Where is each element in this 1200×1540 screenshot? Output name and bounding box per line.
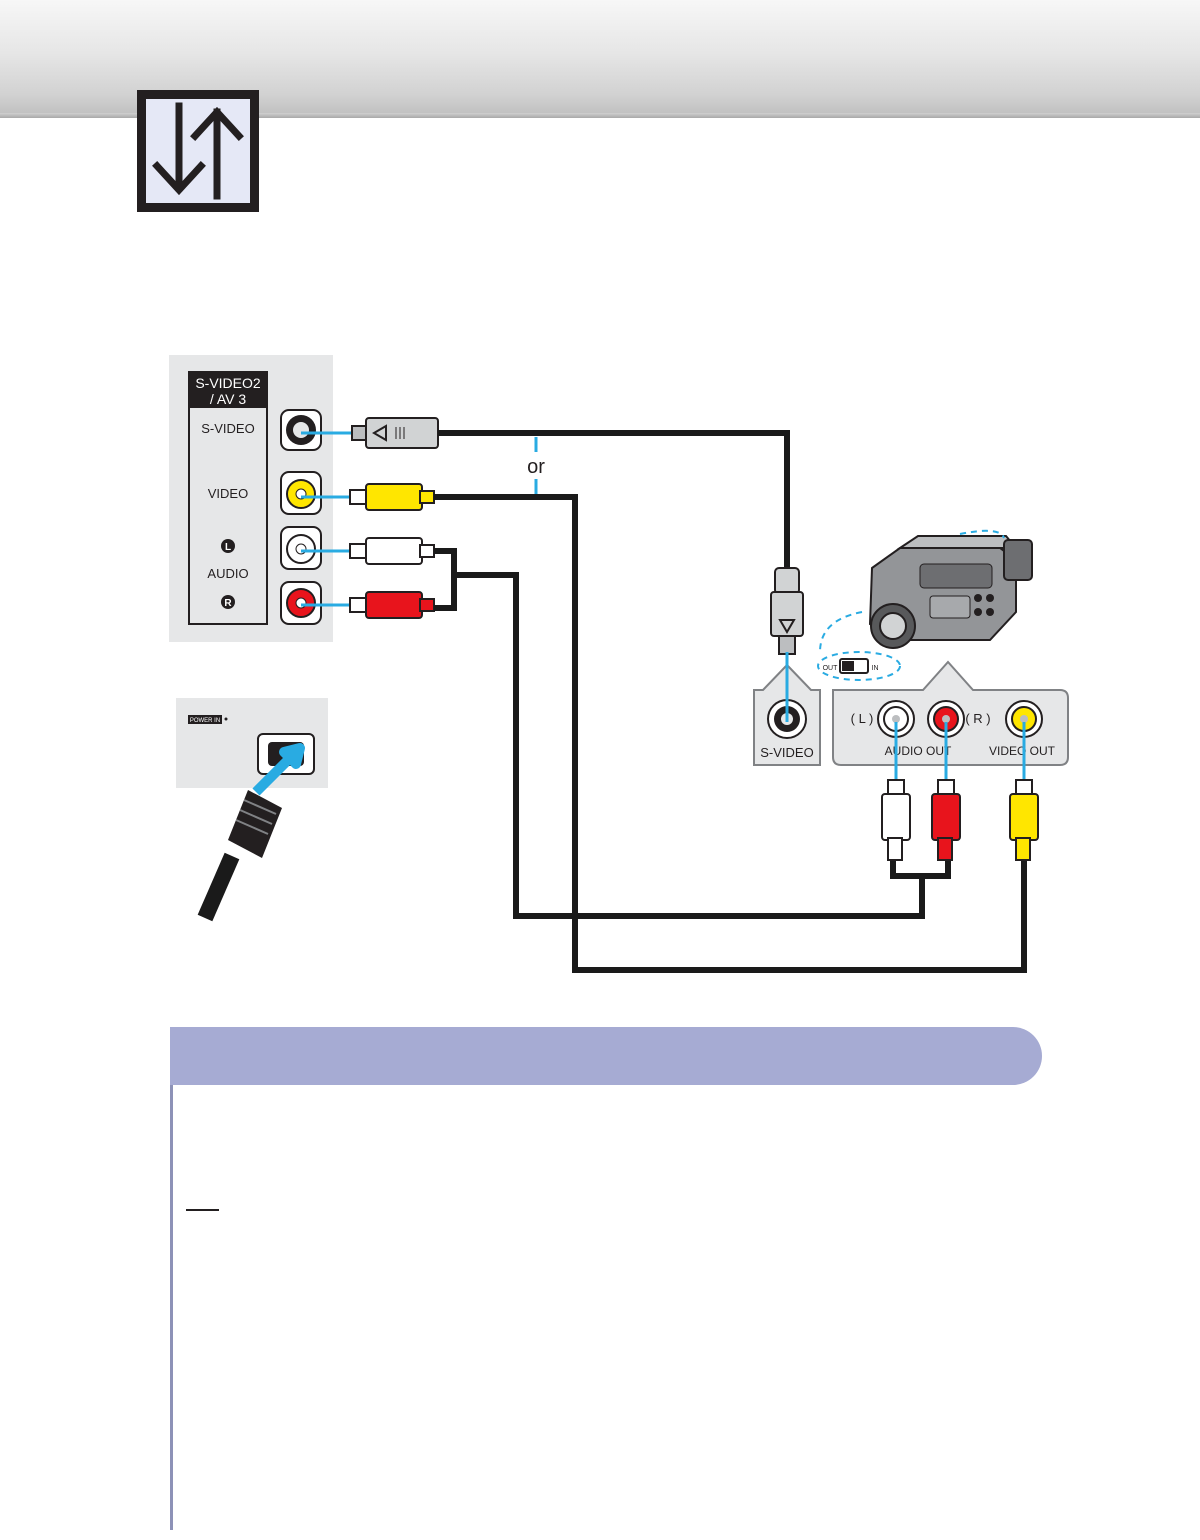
audio-left-plug-tv xyxy=(349,537,435,565)
audio-cable xyxy=(454,572,925,919)
camcorder-svideo-label: S-VIDEO xyxy=(760,745,813,760)
panel-title-line2: / AV 3 xyxy=(210,391,247,407)
svideo-plug-tv xyxy=(351,417,439,449)
camcorder-audio-left-jack xyxy=(877,700,915,738)
note-header-bar xyxy=(170,1027,1042,1085)
camcorder-illustration xyxy=(868,535,1033,649)
power-insert-arrow xyxy=(252,743,305,796)
or-label: or xyxy=(527,456,545,478)
audio-out-label: AUDIO OUT xyxy=(885,744,952,758)
svideo-cable xyxy=(438,430,790,570)
connection-diagram: S-VIDEO2 / AV 3 S-VIDEO VIDEO L AUDIO R … xyxy=(169,355,1069,973)
power-cord-plug xyxy=(197,790,282,922)
video-jack-label: VIDEO xyxy=(208,486,248,501)
note-underline-mark xyxy=(186,1209,219,1211)
switch-in-label: IN xyxy=(872,665,879,672)
switch-out-label: OUT xyxy=(823,665,839,672)
svideo-plug-camcorder xyxy=(770,567,804,655)
right-channel-label: ( R ) xyxy=(965,711,990,726)
svideo-jack-label: S-VIDEO xyxy=(201,421,254,436)
audio-left-cable xyxy=(434,548,457,611)
connection-arrows-icon xyxy=(137,90,259,212)
video-cable xyxy=(434,494,1027,973)
audio-split xyxy=(890,860,951,879)
note-left-rule xyxy=(170,1085,173,1530)
audio-left-plug-camcorder xyxy=(881,779,911,861)
video-out-label: VIDEO OUT xyxy=(989,744,1056,758)
switch-callout xyxy=(819,529,1005,653)
video-plug-tv xyxy=(349,483,435,511)
audio-right-plug-tv xyxy=(349,591,435,619)
audio-jack-label: AUDIO xyxy=(207,566,248,581)
tv-svideo-jack xyxy=(280,409,322,451)
video-plug-camcorder xyxy=(1009,779,1039,861)
power-in-label: POWER IN xyxy=(190,718,220,724)
audio-right-plug-camcorder xyxy=(931,779,961,861)
right-audio-marker: R xyxy=(224,598,232,609)
left-channel-label: ( L ) xyxy=(851,711,874,726)
left-audio-marker: L xyxy=(225,542,231,553)
panel-title-box xyxy=(189,372,267,408)
tv-audio-right-jack xyxy=(280,581,322,625)
tv-video-jack xyxy=(280,471,322,515)
tv-audio-left-jack xyxy=(280,526,322,570)
panel-title-line1: S-VIDEO2 xyxy=(195,375,261,391)
